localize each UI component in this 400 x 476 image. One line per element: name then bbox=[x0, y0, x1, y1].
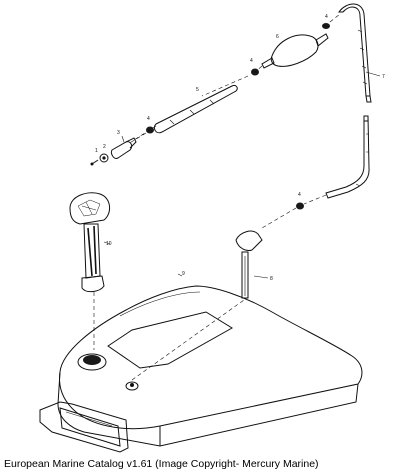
tank-alignment-line bbox=[131, 299, 245, 381]
callout-8: 8 bbox=[270, 276, 273, 282]
primer-bulb bbox=[261, 33, 329, 69]
hose-clamp-lower bbox=[296, 202, 304, 210]
alignment-line-upper bbox=[201, 13, 341, 97]
callout-4-mid: 4 bbox=[250, 58, 253, 64]
callout-4-lower: 4 bbox=[298, 192, 301, 198]
callout-1: 1 bbox=[95, 148, 98, 154]
fuel-pickup-tube bbox=[235, 230, 263, 299]
callout-4-top: 4 bbox=[325, 14, 328, 20]
alignment-line-lower bbox=[261, 194, 327, 229]
callout-5: 5 bbox=[196, 87, 199, 93]
short-fuel-hose bbox=[153, 85, 238, 134]
retaining-pin bbox=[90, 159, 99, 166]
callout-7: 7 bbox=[382, 74, 385, 80]
callout-10: 10 bbox=[106, 241, 112, 247]
callout-6: 6 bbox=[276, 34, 279, 40]
fuel-tank bbox=[39, 285, 363, 453]
o-ring-washer bbox=[99, 153, 109, 163]
callout-4-left: 4 bbox=[147, 116, 150, 122]
tank-connector bbox=[111, 137, 137, 159]
alignment-line-left bbox=[127, 125, 157, 145]
fuel-hose-upper bbox=[338, 3, 372, 103]
callout-3: 3 bbox=[117, 130, 120, 136]
callout-2: 2 bbox=[103, 144, 106, 150]
fuel-gauge bbox=[69, 192, 110, 293]
callout-9: 9 bbox=[182, 271, 185, 277]
callout-leaders bbox=[103, 71, 381, 279]
image-caption: European Marine Catalog v1.61 (Image Cop… bbox=[4, 458, 319, 470]
hose-clamp-top bbox=[322, 23, 330, 29]
fuel-hose-lower bbox=[325, 115, 370, 199]
